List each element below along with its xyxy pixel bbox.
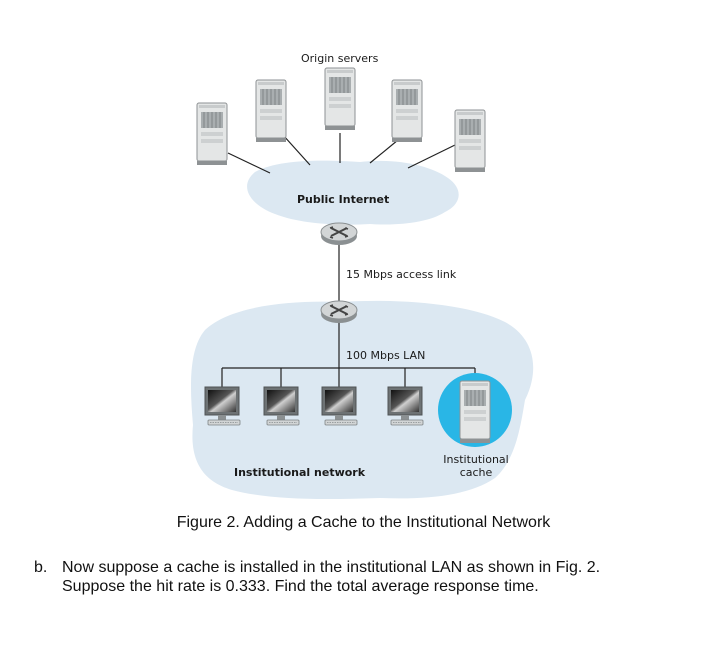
institutional-network-label: Institutional network bbox=[234, 466, 366, 479]
public-internet-cloud bbox=[247, 160, 459, 225]
origin-server-4 bbox=[391, 79, 423, 143]
institutional-cache-label: Institutional cache bbox=[438, 453, 514, 479]
origin-server-2 bbox=[255, 79, 287, 143]
institutional-network-cloud bbox=[190, 300, 534, 500]
public-internet-label: Public Internet bbox=[297, 193, 390, 206]
cache-label-line2: cache bbox=[459, 466, 493, 479]
origin-server-5 bbox=[454, 109, 486, 173]
question-letter: b. bbox=[34, 559, 48, 576]
institutional-router-icon bbox=[320, 300, 358, 324]
cache-label-line1: Institutional bbox=[443, 453, 509, 466]
origin-server-3 bbox=[324, 67, 356, 131]
origin-server-1 bbox=[196, 102, 228, 166]
question-line-1: Now suppose a cache is installed in the … bbox=[62, 559, 601, 576]
origin-servers-label: Origin servers bbox=[301, 52, 379, 65]
lan-label: 100 Mbps LAN bbox=[346, 349, 426, 362]
institutional-cache-server bbox=[459, 380, 491, 444]
access-link-label: 15 Mbps access link bbox=[346, 268, 457, 281]
question-line-2: Suppose the hit rate is 0.333. Find the … bbox=[62, 578, 539, 595]
figure-caption: Figure 2. Adding a Cache to the Institut… bbox=[176, 514, 551, 531]
question-text: Now suppose a cache is installed in the … bbox=[62, 558, 600, 596]
server-links bbox=[221, 133, 476, 387]
internet-router-icon bbox=[320, 222, 358, 246]
